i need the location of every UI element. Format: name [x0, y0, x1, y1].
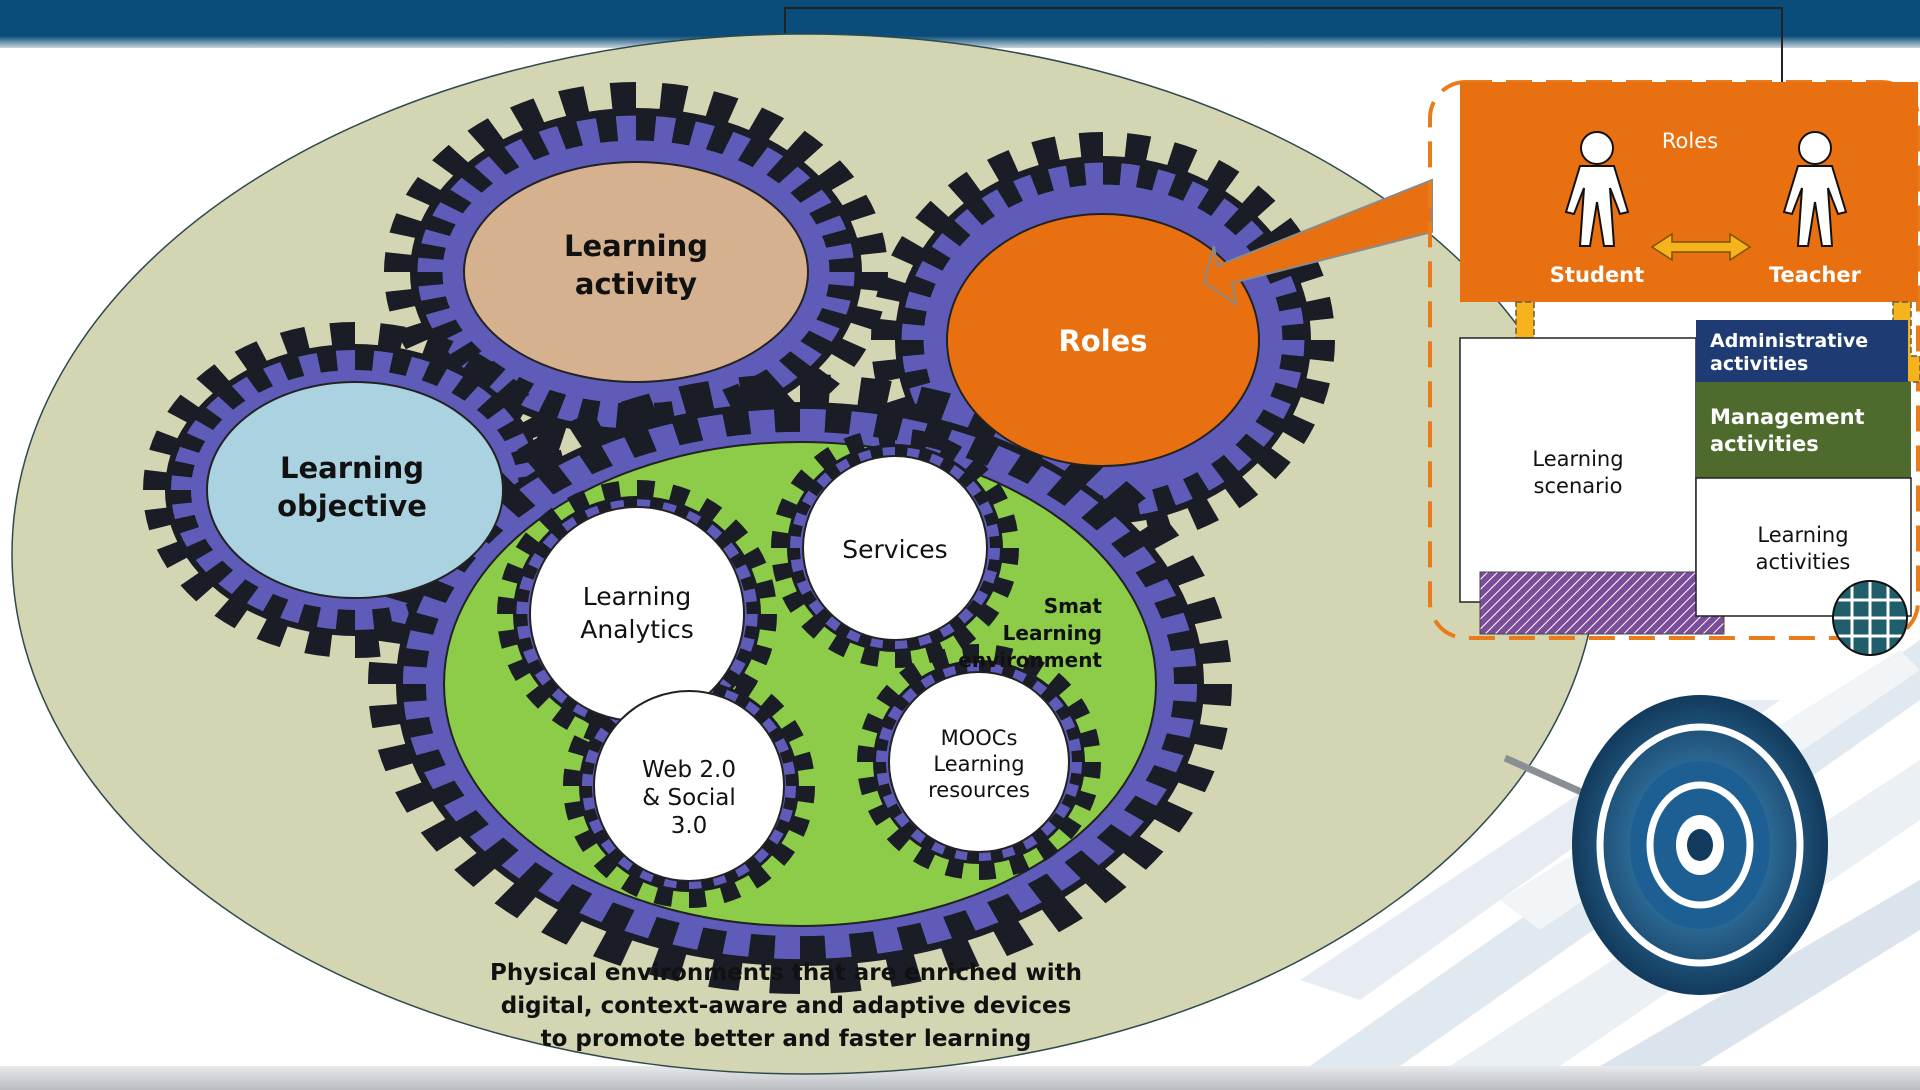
- learning-analytics-label-1: Learning: [583, 582, 692, 611]
- footer-bar: [0, 1066, 1920, 1090]
- grid-globe-icon: [1832, 580, 1908, 656]
- student-person-icon: [1564, 131, 1630, 247]
- administrative-label-2: activities: [1710, 353, 1808, 375]
- learning-objective-circle: [206, 381, 504, 599]
- moocs-label-1: MOOCs: [941, 726, 1018, 750]
- teacher-person-icon: [1782, 131, 1848, 247]
- learning-analytics-label-2: Analytics: [580, 615, 694, 644]
- services-circle: [802, 455, 988, 641]
- learning-analytics-circle: [529, 506, 745, 722]
- administrative-activities-box: [1696, 320, 1908, 382]
- management-activities-box: [1696, 382, 1911, 478]
- web-social-label-3: 3.0: [671, 813, 708, 839]
- management-label-2: activities: [1710, 432, 1819, 456]
- learning-activity-label-2: activity: [575, 267, 697, 301]
- physical-caption-line-2: digital, context-aware and adaptive devi…: [501, 993, 1072, 1019]
- moocs-label-2: Learning: [933, 752, 1024, 776]
- services-label: Services: [842, 535, 947, 564]
- roles-pointer-arrow: [1202, 178, 1433, 307]
- web-social-circle: [593, 690, 785, 882]
- physical-caption-line-1: Physical environments that are enriched …: [490, 960, 1082, 986]
- moocs-label-3: resources: [928, 778, 1030, 802]
- smart-env-label-3: environment: [958, 648, 1102, 672]
- learning-activities-label-1: Learning: [1757, 523, 1848, 547]
- student-label: Student: [1550, 263, 1644, 287]
- learning-objective-label-2: objective: [277, 489, 427, 523]
- smart-env-label-1: Smat: [1044, 594, 1103, 618]
- management-label-1: Management: [1710, 405, 1865, 429]
- roles-panel-title: Roles: [1662, 129, 1718, 153]
- physical-caption-line-3: to promote better and faster learning: [541, 1026, 1032, 1052]
- web-social-label-1: Web 2.0: [642, 757, 736, 783]
- learning-objective-label-1: Learning: [280, 451, 424, 485]
- roles-gear-label: Roles: [1058, 324, 1147, 358]
- hatched-block: [1479, 571, 1725, 635]
- learning-activity-label-1: Learning: [564, 229, 708, 263]
- learning-scenario-label-2: scenario: [1534, 474, 1623, 498]
- teacher-label: Teacher: [1769, 263, 1862, 287]
- student-teacher-double-arrow: [1650, 232, 1752, 262]
- web-social-label-2: & Social: [642, 785, 735, 811]
- learning-scenario-label-1: Learning: [1532, 447, 1623, 471]
- smart-env-label-2: Learning: [1003, 621, 1102, 645]
- roles-panel-header: [1460, 82, 1918, 302]
- administrative-label-1: Administrative: [1710, 330, 1868, 352]
- connector-line: [784, 7, 1783, 82]
- learning-activity-circle: [463, 161, 809, 383]
- moocs-circle: [888, 671, 1070, 853]
- learning-activities-label-2: activities: [1756, 550, 1851, 574]
- roles-circle: [946, 213, 1260, 467]
- target-icon: [1503, 695, 1828, 995]
